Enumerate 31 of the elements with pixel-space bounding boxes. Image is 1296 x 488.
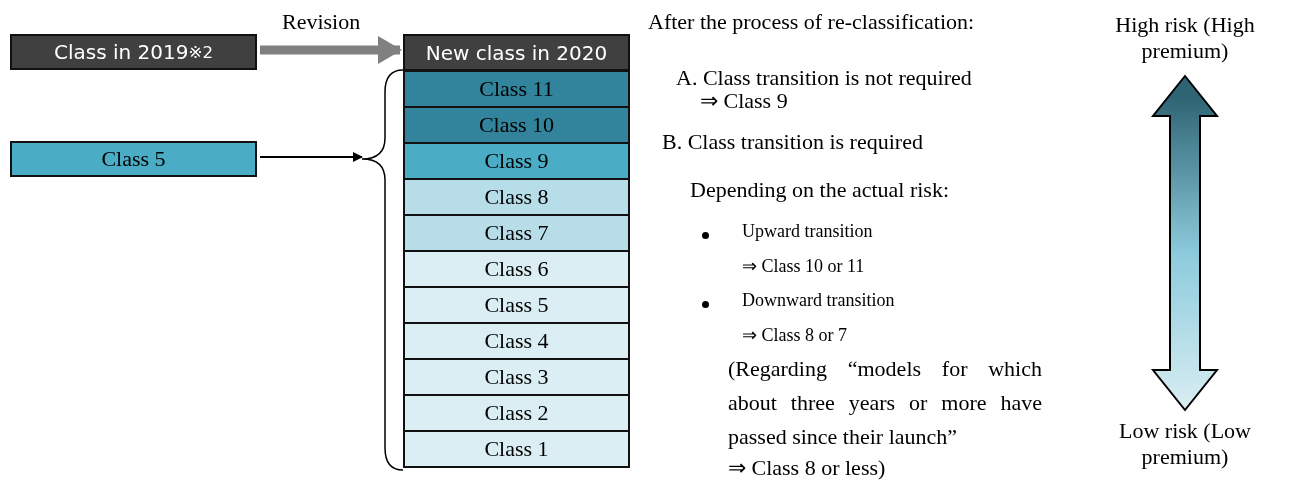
list-item: Upward transition (742, 222, 873, 242)
class-row: Class 7 (403, 214, 630, 252)
edge-label: Revision (282, 10, 361, 35)
paragraph: (Regarding “models for which about three years or more have passed since their launch” (728, 355, 1042, 451)
class-row: Class 8 (403, 178, 630, 216)
list-item: Downward transition (742, 291, 895, 311)
class-row: Class 3 (403, 358, 630, 396)
heading-text: After the process of re-classification: (648, 10, 975, 35)
text-line: ⇒ Class 8 or less) (728, 456, 886, 481)
class-box: Class 5 (10, 141, 257, 177)
risk-label: High risk (High premium) (1098, 12, 1272, 65)
class-row: Class 6 (403, 250, 630, 288)
arrow (260, 36, 402, 64)
class-row: Class 10 (403, 106, 630, 144)
text-line: ⇒ Class 8 or 7 (742, 326, 847, 346)
text-line: B. Class transition is required (662, 130, 923, 155)
risk-label: Low risk (Low premium) (1098, 418, 1272, 471)
class-row: Class 9 (403, 142, 630, 180)
text-line: ⇒ Class 9 (700, 89, 788, 114)
class-row: Class 4 (403, 322, 630, 360)
header-box: New class in 2020 (403, 34, 630, 71)
double-arrow (1150, 74, 1220, 412)
curly-brace (361, 69, 404, 471)
text-line: A. Class transition is not required (676, 66, 972, 91)
class-row: Class 1 (403, 430, 630, 468)
text-line: Depending on the actual risk: (690, 178, 950, 203)
arrow (259, 152, 363, 162)
class-row: Class 11 (403, 70, 630, 108)
class-row: Class 5 (403, 286, 630, 324)
text-line: ⇒ Class 10 or 11 (742, 257, 865, 277)
class-row: Class 2 (403, 394, 630, 432)
